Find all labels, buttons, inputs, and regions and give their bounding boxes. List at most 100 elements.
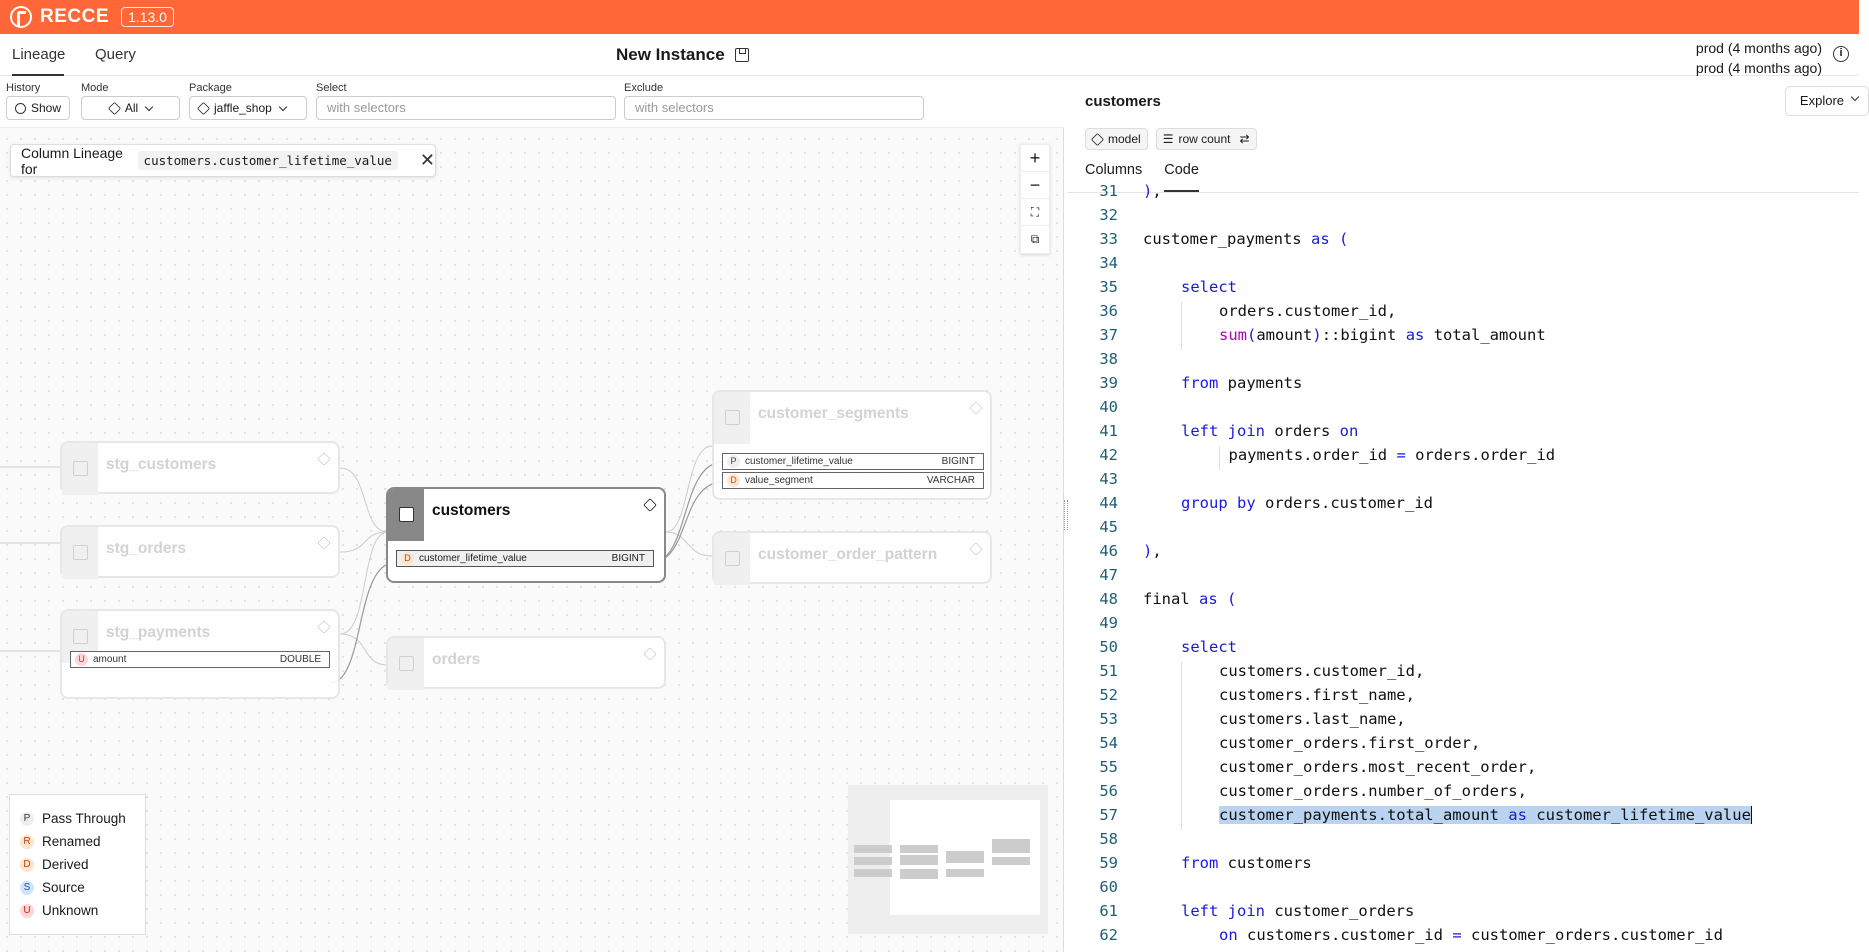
code-text: from payments bbox=[1181, 374, 1303, 392]
cube-icon bbox=[1090, 132, 1105, 146]
code-line: 43 bbox=[1068, 470, 1859, 494]
list-icon: ☰ bbox=[1162, 132, 1174, 146]
legend-label: Unknown bbox=[42, 903, 99, 918]
code-text: customers.customer_id, bbox=[1219, 662, 1425, 680]
minimap-node bbox=[854, 845, 892, 853]
save-icon[interactable] bbox=[734, 48, 749, 62]
code-text: payments.order_id = orders.order_id bbox=[1228, 446, 1556, 464]
instance-name: New Instance bbox=[616, 45, 725, 64]
minimap-node bbox=[900, 855, 938, 865]
column-row-customer-lifetime-value[interactable]: P customer_lifetime_value BIGINT bbox=[722, 453, 984, 470]
node-customer-segments[interactable]: customer_segments P customer_lifetime_va… bbox=[712, 390, 992, 500]
node-checkbox[interactable] bbox=[714, 533, 750, 585]
column-name: customer_lifetime_value bbox=[419, 553, 527, 564]
node-checkbox[interactable] bbox=[714, 392, 750, 444]
node-stg-customers[interactable]: stg_customers bbox=[60, 441, 340, 495]
line-number: 57 bbox=[1099, 806, 1118, 824]
line-number: 48 bbox=[1099, 590, 1118, 608]
column-type: BIGINT bbox=[941, 456, 975, 467]
line-number: 56 bbox=[1099, 782, 1118, 800]
tab-query[interactable]: Query bbox=[95, 46, 136, 63]
mode-select[interactable]: All bbox=[81, 96, 180, 120]
model-icon bbox=[317, 620, 331, 634]
node-checkbox[interactable] bbox=[388, 638, 424, 690]
model-icon bbox=[317, 452, 331, 466]
column-row-amount[interactable]: U amount DOUBLE bbox=[70, 651, 330, 668]
node-orders[interactable]: orders bbox=[386, 636, 666, 690]
minimap-node bbox=[946, 869, 984, 877]
node-customer-order-pattern[interactable]: customer_order_pattern bbox=[712, 531, 992, 585]
node-checkbox[interactable] bbox=[62, 527, 98, 579]
tab-columns[interactable]: Columns bbox=[1085, 162, 1143, 178]
node-stg-orders[interactable]: stg_orders bbox=[60, 525, 340, 579]
info-icon[interactable]: i bbox=[1833, 46, 1849, 62]
line-number: 39 bbox=[1099, 374, 1118, 392]
indent-guide bbox=[1181, 302, 1182, 350]
nav-bar: Lineage Query New Instance prod (4 month… bbox=[0, 34, 1859, 76]
model-tag: model bbox=[1085, 128, 1148, 150]
tab-lineage[interactable]: Lineage bbox=[12, 34, 65, 76]
code-text: on customers.customer_id = customer_orde… bbox=[1219, 926, 1723, 944]
zoom-in-button[interactable]: + bbox=[1021, 145, 1049, 172]
model-icon bbox=[317, 536, 331, 550]
tabs-divider bbox=[1068, 192, 1859, 193]
legend-badge: U bbox=[20, 903, 34, 918]
tab-code[interactable]: Code bbox=[1164, 162, 1199, 192]
minimap-node bbox=[992, 857, 1030, 865]
line-number: 60 bbox=[1099, 878, 1118, 896]
column-badge: P bbox=[727, 455, 740, 468]
explore-button[interactable]: Explore bbox=[1784, 86, 1869, 116]
code-line: 49 bbox=[1068, 614, 1859, 638]
column-row-customer-lifetime-value[interactable]: D customer_lifetime_value BIGINT bbox=[396, 550, 654, 567]
select-input[interactable]: with selectors bbox=[316, 96, 616, 120]
code-text: orders.customer_id, bbox=[1219, 302, 1397, 320]
minimap[interactable] bbox=[848, 785, 1048, 934]
legend-badge: R bbox=[20, 834, 34, 849]
line-number: 34 bbox=[1099, 254, 1118, 272]
row-count-tag[interactable]: ☰ row count ⇄ bbox=[1155, 128, 1257, 150]
history-button[interactable]: Show bbox=[6, 96, 70, 120]
package-value: jaffle_shop bbox=[214, 101, 272, 115]
column-row-value-segment[interactable]: D value_segment VARCHAR bbox=[722, 472, 984, 489]
line-number: 40 bbox=[1099, 398, 1118, 416]
column-badge: D bbox=[727, 474, 740, 487]
copy-image-icon[interactable]: ⧉ bbox=[1030, 232, 1040, 246]
node-stg-payments[interactable]: stg_payments U amount DOUBLE bbox=[60, 609, 340, 699]
exclude-input[interactable]: with selectors bbox=[624, 96, 924, 120]
package-group: Package jaffle_shop bbox=[189, 82, 307, 120]
node-title: customer_order_pattern bbox=[758, 546, 938, 563]
close-icon[interactable]: ✕ bbox=[419, 150, 435, 170]
node-checkbox[interactable] bbox=[388, 489, 424, 541]
code-text: customer_payments.total_amount as custom… bbox=[1219, 806, 1752, 824]
legend-label: Pass Through bbox=[42, 811, 126, 826]
package-select[interactable]: jaffle_shop bbox=[189, 96, 307, 120]
line-number: 49 bbox=[1099, 614, 1118, 632]
node-customers[interactable]: customers D customer_lifetime_value BIGI… bbox=[386, 487, 666, 583]
environment-info: prod (4 months ago) prod (4 months ago) bbox=[1696, 38, 1822, 78]
instance-title: New Instance bbox=[616, 45, 749, 65]
line-number: 44 bbox=[1099, 494, 1118, 512]
line-number: 52 bbox=[1099, 686, 1118, 704]
code-line: 58 bbox=[1068, 830, 1859, 854]
fit-view-icon[interactable]: ⛶ bbox=[1021, 199, 1049, 226]
line-number: 55 bbox=[1099, 758, 1118, 776]
indent-guide bbox=[1181, 662, 1182, 830]
line-number: 46 bbox=[1099, 542, 1118, 560]
chevron-down-icon bbox=[1850, 92, 1860, 102]
panel-resize-handle[interactable] bbox=[1064, 500, 1068, 530]
model-icon bbox=[969, 542, 983, 556]
line-number: 37 bbox=[1099, 326, 1118, 344]
zoom-out-button[interactable]: − bbox=[1021, 172, 1049, 199]
refresh-icon[interactable]: ⇄ bbox=[1239, 132, 1250, 146]
line-number: 41 bbox=[1099, 422, 1118, 440]
node-checkbox[interactable] bbox=[62, 443, 98, 495]
